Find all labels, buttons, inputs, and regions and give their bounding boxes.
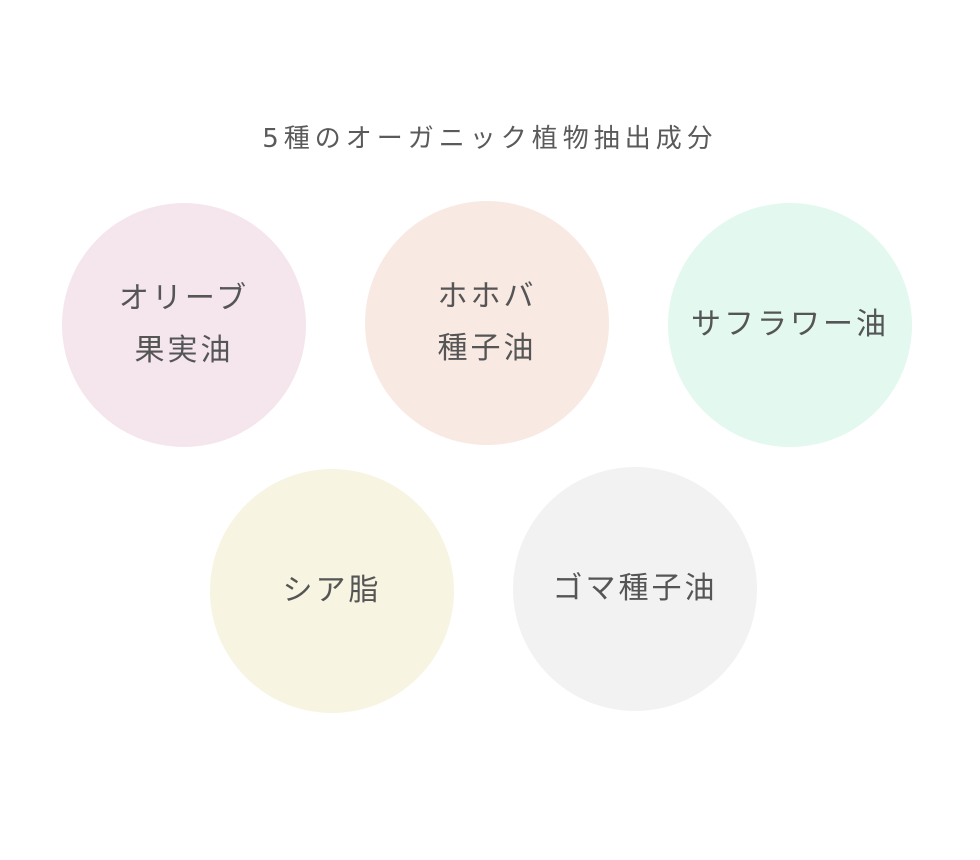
ingredient-label: サフラワー油 <box>691 307 889 342</box>
ingredient-circle-shea: シア脂 <box>210 469 454 713</box>
ingredient-label: シア脂 <box>282 573 382 608</box>
ingredient-circle-olive: オリーブ 果実油 <box>62 203 306 447</box>
ingredient-circle-safflower: サフラワー油 <box>668 203 912 447</box>
ingredient-circle-jojoba: ホホバ 種子油 <box>365 201 609 445</box>
section-title: 5種のオーガニック植物抽出成分 <box>262 124 718 154</box>
ingredient-label: ゴマ種子油 <box>552 571 718 606</box>
ingredient-label: ホホバ 種子油 <box>437 279 537 366</box>
ingredient-circle-sesame: ゴマ種子油 <box>513 467 757 711</box>
ingredient-label: オリーブ 果実油 <box>118 281 250 368</box>
